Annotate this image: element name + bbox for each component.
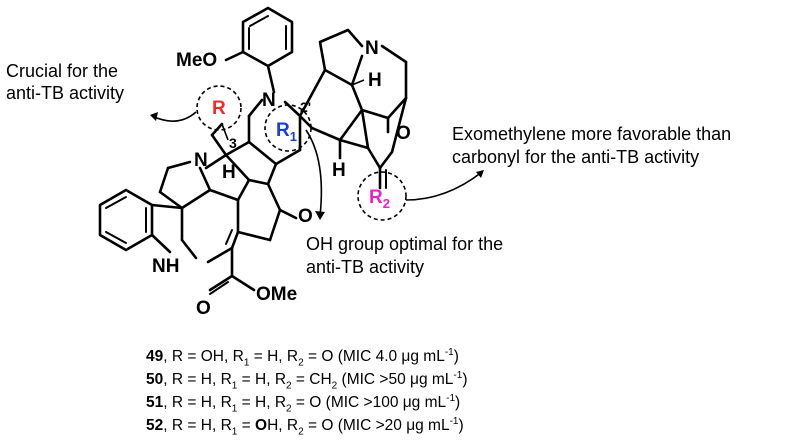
upper-cage <box>298 28 408 170</box>
bond <box>283 100 302 118</box>
r-highlight-circle <box>196 85 242 131</box>
o-top-atom: O <box>396 123 411 144</box>
methoxy-label: MeO <box>176 50 217 71</box>
annotation-crucial-line2: anti-TB activity <box>6 83 124 103</box>
r-label: R <box>212 98 226 119</box>
annotation-oh-line2: anti-TB activity <box>306 257 424 277</box>
annotation-exo-line2: carbonyl for the anti-TB activity <box>452 147 699 167</box>
arrow-oh <box>305 129 323 217</box>
compound-51-line: 51, R = H, R1 = H, R2 = O (MIC >100 μg m… <box>146 393 461 415</box>
annotation-exo-line1: Exomethylene more favorable than <box>452 124 731 144</box>
lactone-carbonyl <box>378 166 387 190</box>
annotation-oh-line1: OH group optimal for the <box>306 234 503 254</box>
bond <box>247 98 264 118</box>
position-3: 3 <box>229 135 237 151</box>
position-2prime: 2' <box>300 99 311 115</box>
o-lower-atom: O <box>298 206 313 227</box>
methoxyphenyl-ring <box>224 6 294 94</box>
h-lower: H <box>222 162 236 183</box>
indole-benzene-ring <box>98 188 184 254</box>
annotation-crucial-line1: Crucial for the <box>6 61 118 81</box>
h-top: H <box>368 70 382 91</box>
h-mid: H <box>332 160 346 181</box>
ome-label: OMe <box>256 284 297 305</box>
arrowhead-icon <box>476 170 484 178</box>
r2-label: R2 <box>369 187 390 211</box>
r2-highlight-circle <box>357 171 407 221</box>
o-ester-atom: O <box>196 298 211 319</box>
arrowhead-icon <box>315 211 325 220</box>
hash-bond <box>351 79 365 86</box>
arrow-exomethylene <box>405 171 483 201</box>
compound-49-line: 49, R = OH, R1 = H, R2 = O (MIC 4.0 μg m… <box>146 347 459 369</box>
methyl-ester <box>208 274 256 295</box>
lower-framework <box>158 114 302 278</box>
n-top-atom: N <box>365 38 379 59</box>
n-lower-atom: N <box>194 150 208 171</box>
n-aryl-atom: N <box>262 90 276 111</box>
arrow-crucial <box>151 111 197 122</box>
compound-52-line: 52, R = H, R1 = OH, R2 = O (MIC >20 μg m… <box>146 416 464 438</box>
hash-bond <box>221 123 229 141</box>
r1-label: R1 <box>276 120 297 144</box>
arrowhead-icon <box>150 112 158 121</box>
compound-50-line: 50, R = H, R1 = H, R2 = CH2 (MIC >50 μg … <box>146 370 468 392</box>
nh-atom: NH <box>152 256 179 277</box>
r1-highlight-circle <box>264 104 312 152</box>
